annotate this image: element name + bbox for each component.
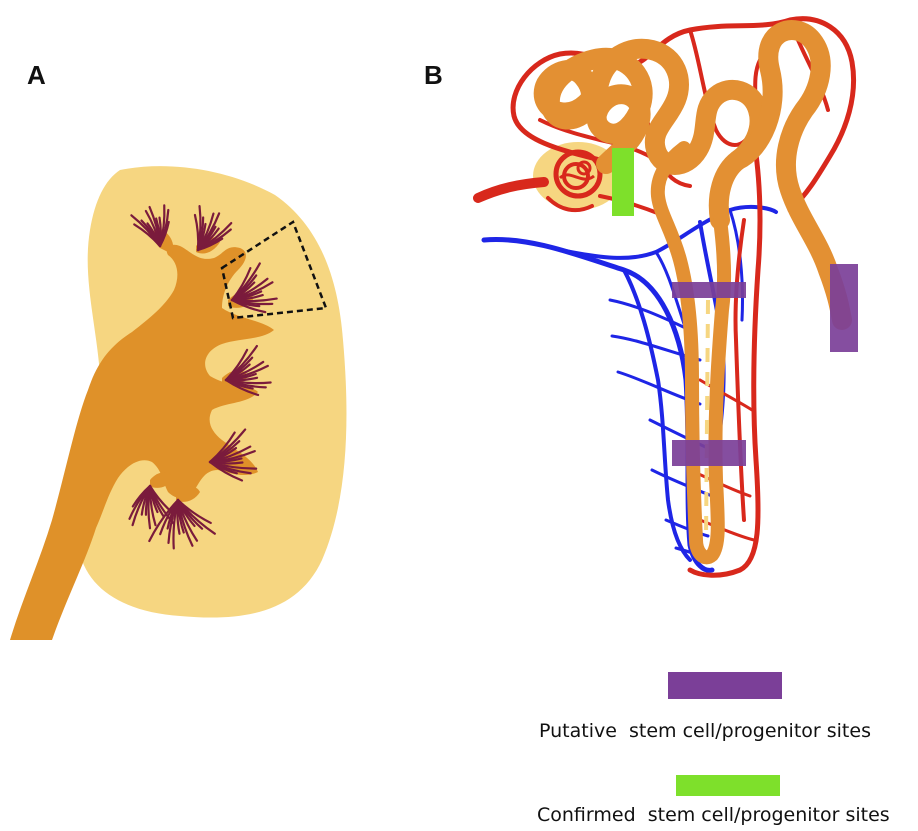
panel-a-label: A bbox=[27, 62, 46, 88]
confirmed-marker-bowman bbox=[612, 148, 634, 216]
loop-of-henle-lumen bbox=[706, 300, 708, 540]
nephron-illustration bbox=[478, 19, 858, 576]
vein-network bbox=[484, 207, 776, 570]
legend-putative-label: Putative stem cell/progenitor sites bbox=[539, 722, 871, 741]
legend-putative-swatch bbox=[668, 672, 782, 699]
putative-marker-loop-bottom bbox=[672, 440, 746, 466]
putative-marker-distal bbox=[830, 264, 858, 352]
kidney-illustration bbox=[10, 166, 346, 640]
panel-b-label: B bbox=[424, 62, 443, 88]
legend-confirmed-label: Confirmed stem cell/progenitor sites bbox=[537, 806, 890, 825]
legend-confirmed-swatch bbox=[676, 775, 780, 796]
putative-markers bbox=[672, 264, 858, 466]
putative-marker-loop-top bbox=[672, 282, 746, 298]
